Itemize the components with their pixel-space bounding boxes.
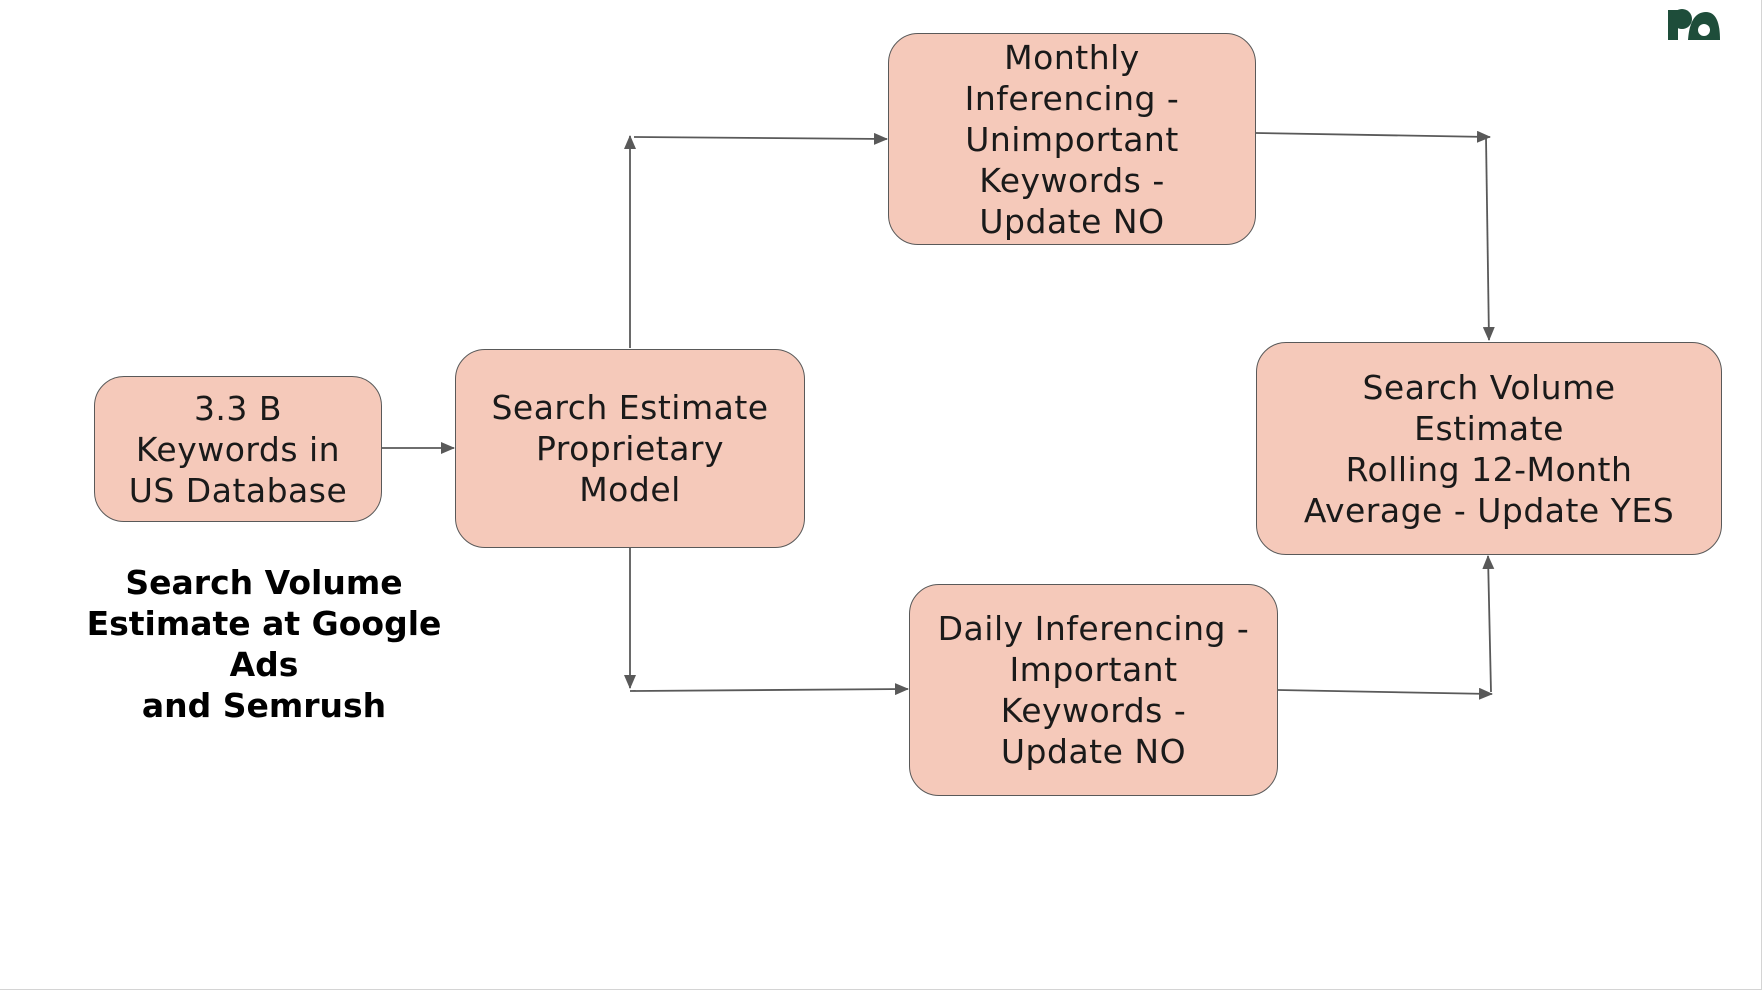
edge-daily-to-result-horizontal [1277, 687, 1493, 700]
edge-daily-to-result-vertical [1482, 555, 1495, 693]
edge-monthly-to-result-vertical [1482, 136, 1495, 341]
node-daily-inferencing: Daily Inferencing - Important Keywords -… [909, 584, 1278, 796]
diagram-caption: Search Volume Estimate at Google Ads and… [86, 563, 442, 725]
edge-model-to-monthly-horizontal [633, 132, 888, 145]
brand-logo-icon [1668, 9, 1720, 40]
node-monthly-inferencing: Monthly Inferencing - Unimportant Keywor… [888, 33, 1256, 245]
node-search-volume-estimate: Search Volume Estimate Rolling 12-Month … [1256, 342, 1722, 555]
edge-monthly-to-result-horizontal [1255, 130, 1491, 143]
node-proprietary-model: Search Estimate Proprietary Model [455, 349, 805, 548]
node-keywords-database: 3.3 B Keywords in US Database [94, 376, 382, 522]
edge-model-to-daily-horizontal [629, 683, 909, 696]
